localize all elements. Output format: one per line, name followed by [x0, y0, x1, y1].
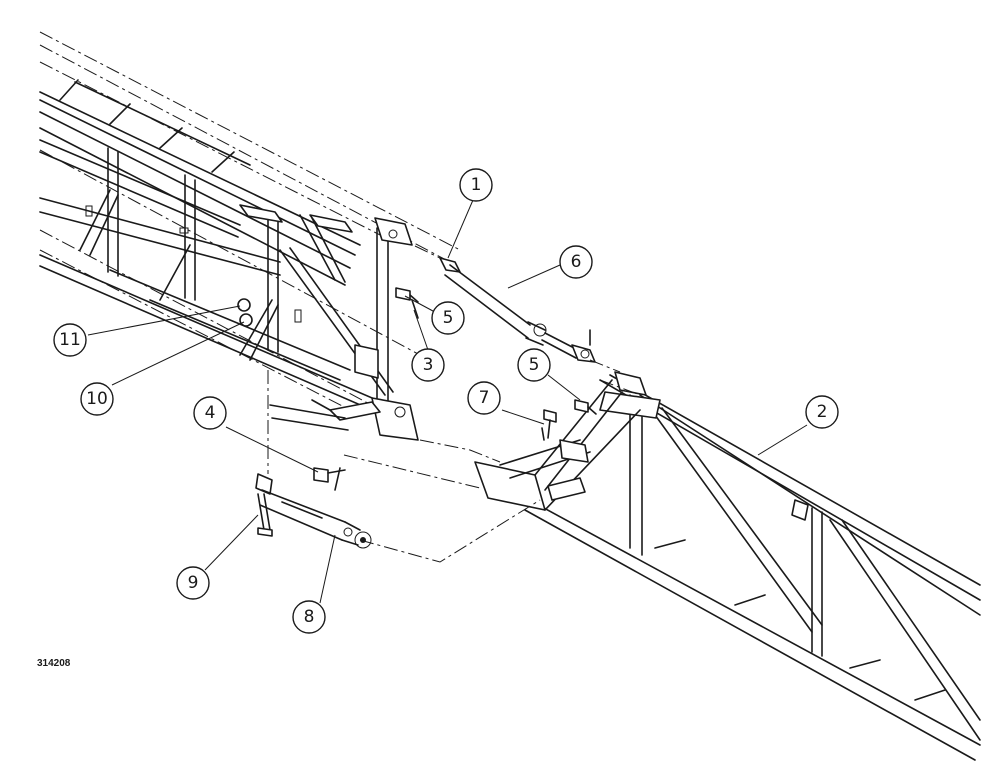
callout-9: 9 [176, 566, 210, 600]
callout-1: 1 [459, 168, 493, 202]
leader-lines [87, 199, 808, 604]
callout-7: 7 [467, 381, 501, 415]
assembly-lines [267, 245, 641, 563]
callout-11: 11 [53, 323, 87, 357]
svg-text:11: 11 [59, 330, 81, 350]
svg-text:10: 10 [86, 389, 108, 409]
svg-text:9: 9 [188, 573, 199, 593]
callout-8: 8 [292, 600, 326, 634]
upper-hydraulic-cylinder [439, 257, 596, 363]
callout-6: 6 [559, 245, 593, 279]
hinge-arm [474, 379, 641, 511]
figure-id: 314208 [37, 658, 71, 669]
main-boom-frame [39, 31, 461, 441]
callout-2: 2 [805, 395, 839, 429]
outer-boom-truss [519, 371, 981, 761]
callout-5-upper: 5 [431, 301, 465, 335]
callout-5-lower: 5 [517, 348, 551, 382]
svg-text:2: 2 [817, 402, 828, 422]
callout-4: 4 [193, 396, 227, 430]
callout-3: 3 [411, 348, 445, 382]
svg-text:5: 5 [529, 355, 540, 375]
svg-text:3: 3 [423, 355, 434, 375]
svg-text:1: 1 [471, 175, 482, 195]
callout-10: 10 [80, 382, 114, 416]
svg-text:7: 7 [479, 388, 490, 408]
lower-hydraulic-cylinder [255, 473, 372, 549]
svg-text:6: 6 [571, 252, 582, 272]
svg-text:8: 8 [304, 607, 315, 627]
svg-text:5: 5 [443, 308, 454, 328]
svg-text:4: 4 [205, 403, 216, 423]
